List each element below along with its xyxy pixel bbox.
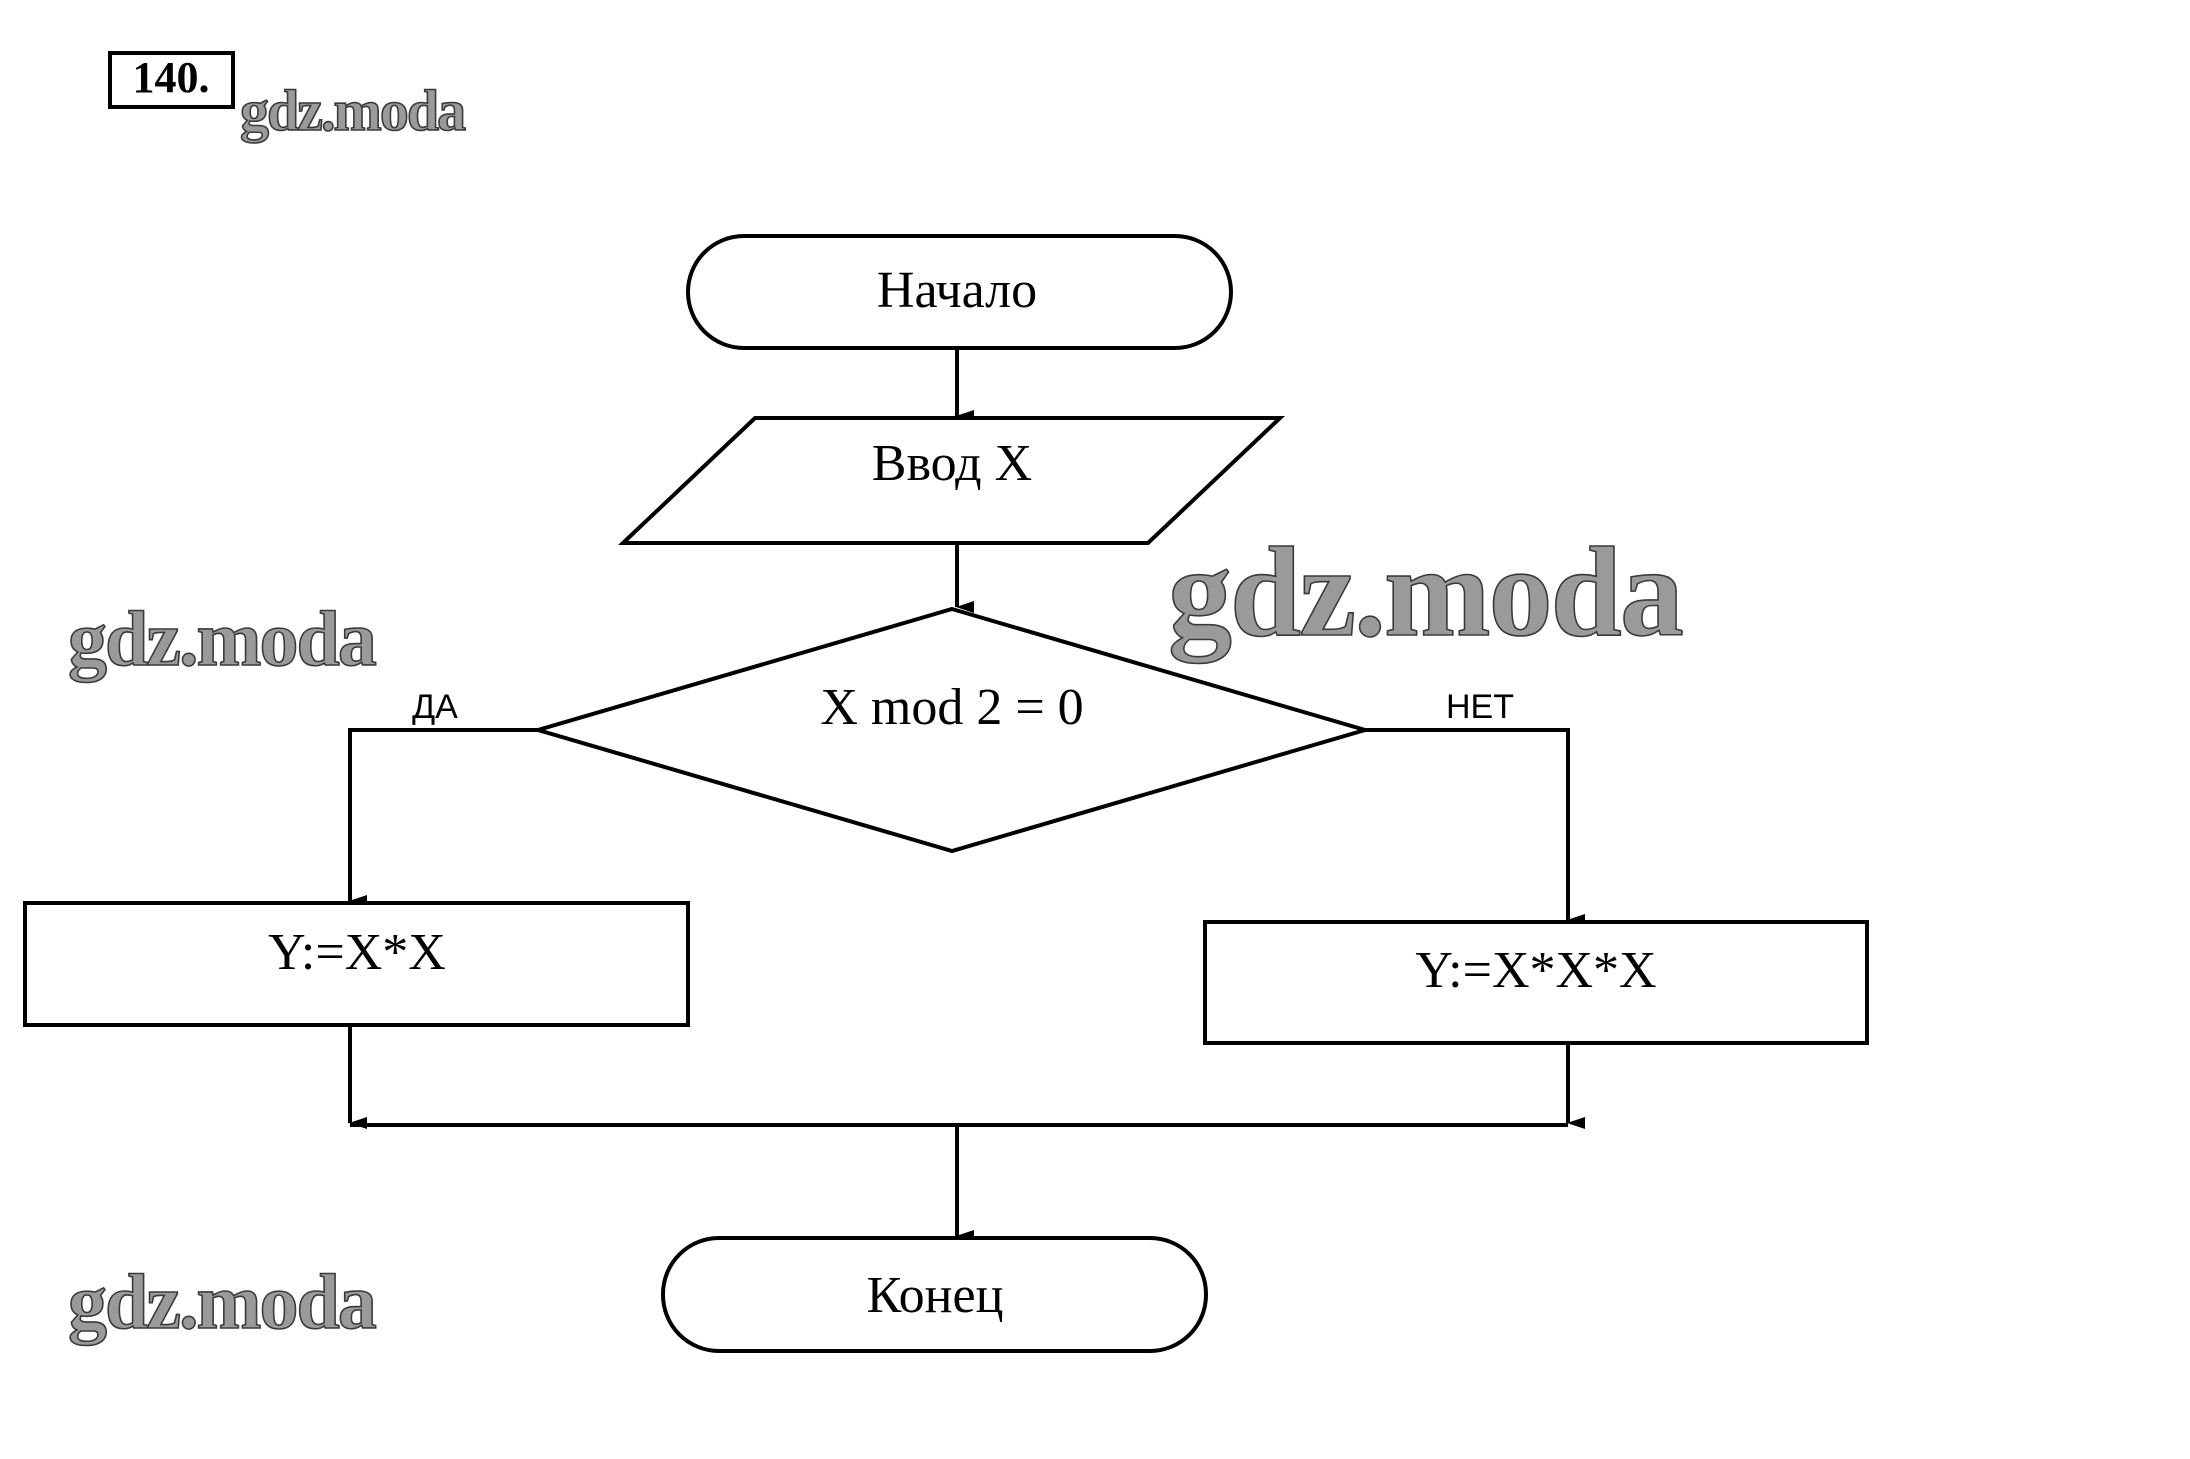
- input-parallelogram-shape: [617, 416, 1286, 545]
- arrow-yes-branch: [348, 728, 538, 907]
- yes-branch-label: ДА: [412, 688, 458, 726]
- process-yes-node: Y:=X*X: [23, 901, 690, 1027]
- process-no-node: Y:=X*X*X: [1203, 920, 1869, 1045]
- process-no-label: Y:=X*X*X: [1415, 942, 1656, 999]
- start-terminator-shape: [686, 234, 1233, 350]
- arrow-no-branch: [1365, 728, 1585, 926]
- end-terminator-shape: [661, 1236, 1208, 1353]
- process-yes-shape: [23, 901, 690, 1027]
- decision-label: X mod 2 = 0: [820, 679, 1083, 736]
- problem-number-frame: [108, 51, 235, 109]
- problem-number-badge: 140.: [108, 51, 235, 109]
- process-yes-label: Y:=X*X: [268, 924, 446, 981]
- input-node: Ввод X: [617, 416, 1286, 545]
- end-node: Конец: [661, 1236, 1208, 1353]
- end-label: Конец: [867, 1267, 1004, 1324]
- no-branch-label: НЕТ: [1446, 688, 1514, 726]
- problem-number: 140.: [133, 53, 210, 102]
- start-node: Начало: [686, 234, 1233, 350]
- watermark-top: gdz.moda: [240, 78, 466, 143]
- input-label: Ввод X: [872, 435, 1032, 492]
- watermark-left: gdz.moda: [68, 595, 376, 682]
- watermark-center-right: gdz.moda: [1168, 521, 1683, 663]
- watermark-bottom: gdz.moda: [68, 1258, 376, 1345]
- decision-diamond-shape: [530, 606, 1373, 854]
- process-no-shape: [1203, 920, 1869, 1045]
- start-label: Начало: [877, 262, 1037, 319]
- decision-node: X mod 2 = 0: [530, 606, 1373, 854]
